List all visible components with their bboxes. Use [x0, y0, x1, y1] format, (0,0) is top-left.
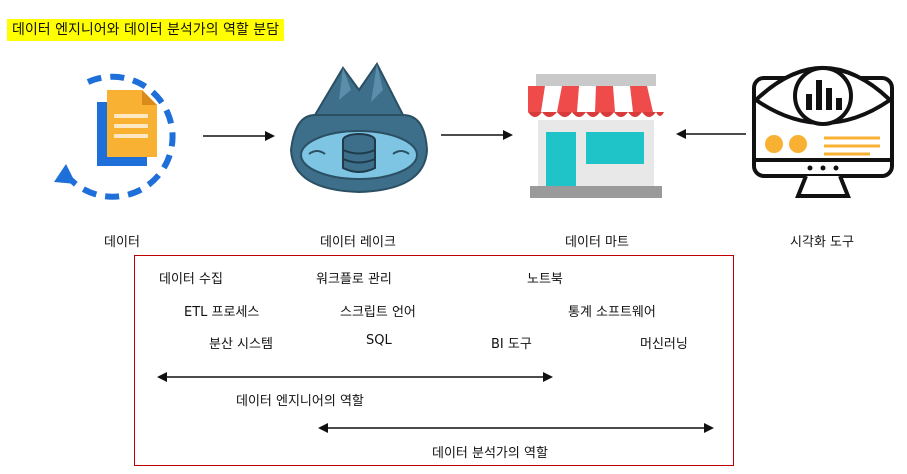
- keyword-distributed-system: 분산 시스템: [209, 337, 273, 352]
- roles-box: [134, 255, 734, 466]
- keyword-notebook: 노트북: [527, 272, 563, 287]
- monitor-chart-icon: [752, 66, 894, 198]
- label-data: 데이터: [104, 235, 140, 250]
- label-data-mart: 데이터 마트: [565, 235, 629, 250]
- keyword-stat-software: 통계 소프트웨어: [568, 305, 656, 320]
- analyst-role-label: 데이터 분석가의 역할: [432, 446, 548, 461]
- label-data-lake: 데이터 레이크: [320, 235, 396, 250]
- flow-arrow-data-to-lake: [203, 131, 275, 141]
- keyword-bi-tool: BI 도구: [491, 337, 532, 352]
- keyword-sql: SQL: [366, 333, 392, 348]
- document-cycle-icon: [54, 73, 176, 200]
- flow-arrow-lake-to-mart: [441, 130, 513, 140]
- flow-arrow-viz-to-mart: [676, 129, 746, 139]
- data-lake-icon: [289, 62, 429, 194]
- engineer-role-label: 데이터 엔지니어의 역할: [236, 394, 364, 409]
- keyword-etl-process: ETL 프로세스: [184, 305, 260, 320]
- keyword-script-language: 스크립트 언어: [340, 305, 416, 320]
- keyword-workflow-management: 워크플로 관리: [316, 272, 392, 287]
- keyword-machine-learning: 머신러닝: [640, 337, 688, 352]
- keyword-data-collection: 데이터 수집: [159, 272, 223, 287]
- analyst-role-arrow: [318, 423, 714, 433]
- label-visualization-tool: 시각화 도구: [790, 235, 854, 250]
- storefront-icon: [528, 74, 664, 198]
- diagram-title: 데이터 엔지니어와 데이터 분석가의 역할 분담: [7, 19, 284, 41]
- engineer-role-arrow: [157, 372, 553, 382]
